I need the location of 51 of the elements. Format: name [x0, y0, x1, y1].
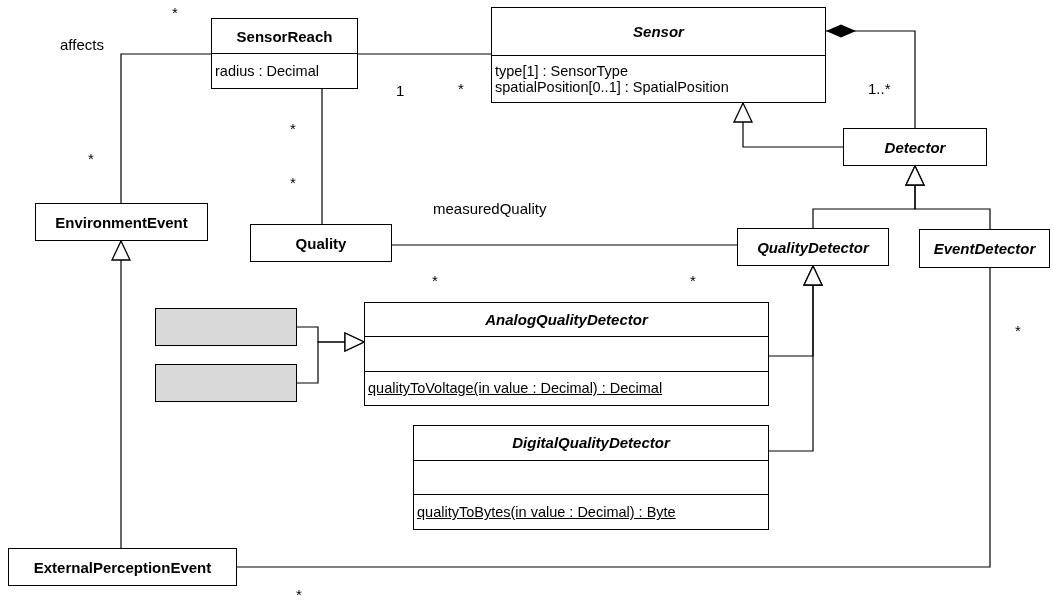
class-box	[364, 302, 769, 406]
attribute-text: radius : Decimal	[215, 63, 320, 79]
attribute-text: spatialPosition[0..1] : SpatialPosition	[495, 78, 730, 95]
class-name: EventDetector	[932, 240, 1037, 257]
multiplicity-label: *	[290, 120, 296, 137]
operation-text: qualityToVoltage(in value : Decimal) : Decimal	[368, 380, 664, 397]
association-line	[321, 88, 323, 225]
multiplicity-label: *	[690, 272, 696, 289]
attribute-text: type[1] : SensorType	[495, 62, 629, 79]
class-box	[211, 18, 358, 89]
generalization-arrow	[905, 165, 991, 230]
multiplicity-label: *	[458, 80, 464, 97]
association-line	[120, 53, 212, 204]
class-name: Sensor	[632, 22, 686, 40]
edge-label: affects	[60, 36, 104, 53]
multiplicity-label: *	[1015, 322, 1021, 339]
generalization-arrow	[296, 332, 365, 384]
class-name: QualityDetector	[756, 238, 871, 256]
class-name: DigitalQualityDetector	[511, 434, 672, 452]
multiplicity-label: 1..*	[868, 80, 891, 97]
class-name: SensorReach	[235, 27, 334, 45]
association-line	[357, 53, 492, 55]
class-box	[250, 224, 392, 262]
class-box	[155, 308, 297, 346]
multiplicity-label: 1	[396, 82, 405, 99]
generalization-arrow	[733, 102, 844, 148]
generalization-arrow	[768, 265, 823, 452]
composition-line	[825, 24, 916, 129]
class-box	[843, 128, 987, 166]
class-box	[155, 364, 297, 402]
class-name: EnvironmentEvent	[54, 213, 189, 231]
edge-label: measuredQuality	[433, 200, 547, 217]
class-box	[491, 7, 826, 103]
class-name: Detector	[883, 138, 947, 156]
operation-text: qualityToBytes(in value : Decimal) : Byte	[417, 504, 677, 521]
association-line	[236, 267, 991, 568]
class-box	[737, 228, 889, 266]
multiplicity-label: *	[290, 174, 296, 191]
class-box	[413, 425, 769, 530]
class-name: AnalogQualityDetector	[484, 311, 650, 329]
multiplicity-label: *	[172, 4, 178, 21]
generalization-arrow	[111, 240, 131, 549]
class-box	[8, 548, 237, 586]
class-name: Quality	[294, 234, 348, 252]
multiplicity-label: *	[296, 586, 302, 603]
class-box	[35, 203, 208, 241]
multiplicity-label: *	[432, 272, 438, 289]
class-name: ExternalPerceptionEvent	[32, 558, 213, 576]
multiplicity-label: *	[88, 150, 94, 167]
association-line	[391, 244, 738, 246]
class-box	[919, 229, 1050, 268]
